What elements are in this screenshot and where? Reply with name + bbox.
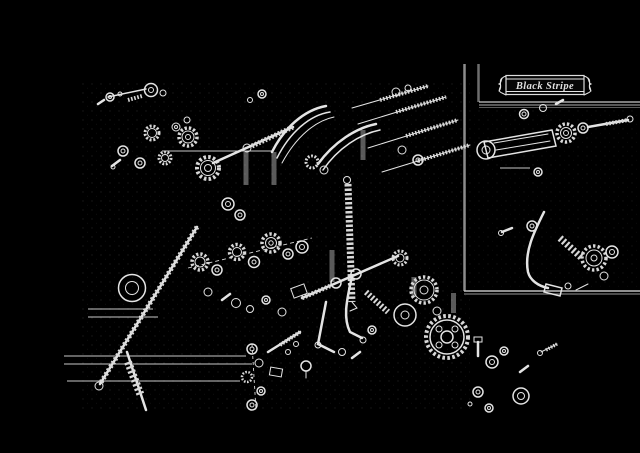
banner-label: Black Stripe: [515, 81, 574, 92]
ribbon-scroll-right-inner: [587, 77, 592, 92]
ribbon-scroll-left-inner: [498, 77, 503, 92]
ribbon-banner: Black Stripe: [497, 74, 593, 96]
scan-noise-overlay: [80, 80, 470, 410]
scan-noise-overlay-inset: [470, 110, 640, 290]
banner-plate: [505, 74, 585, 96]
bottom-right-parts: [467, 336, 558, 413]
